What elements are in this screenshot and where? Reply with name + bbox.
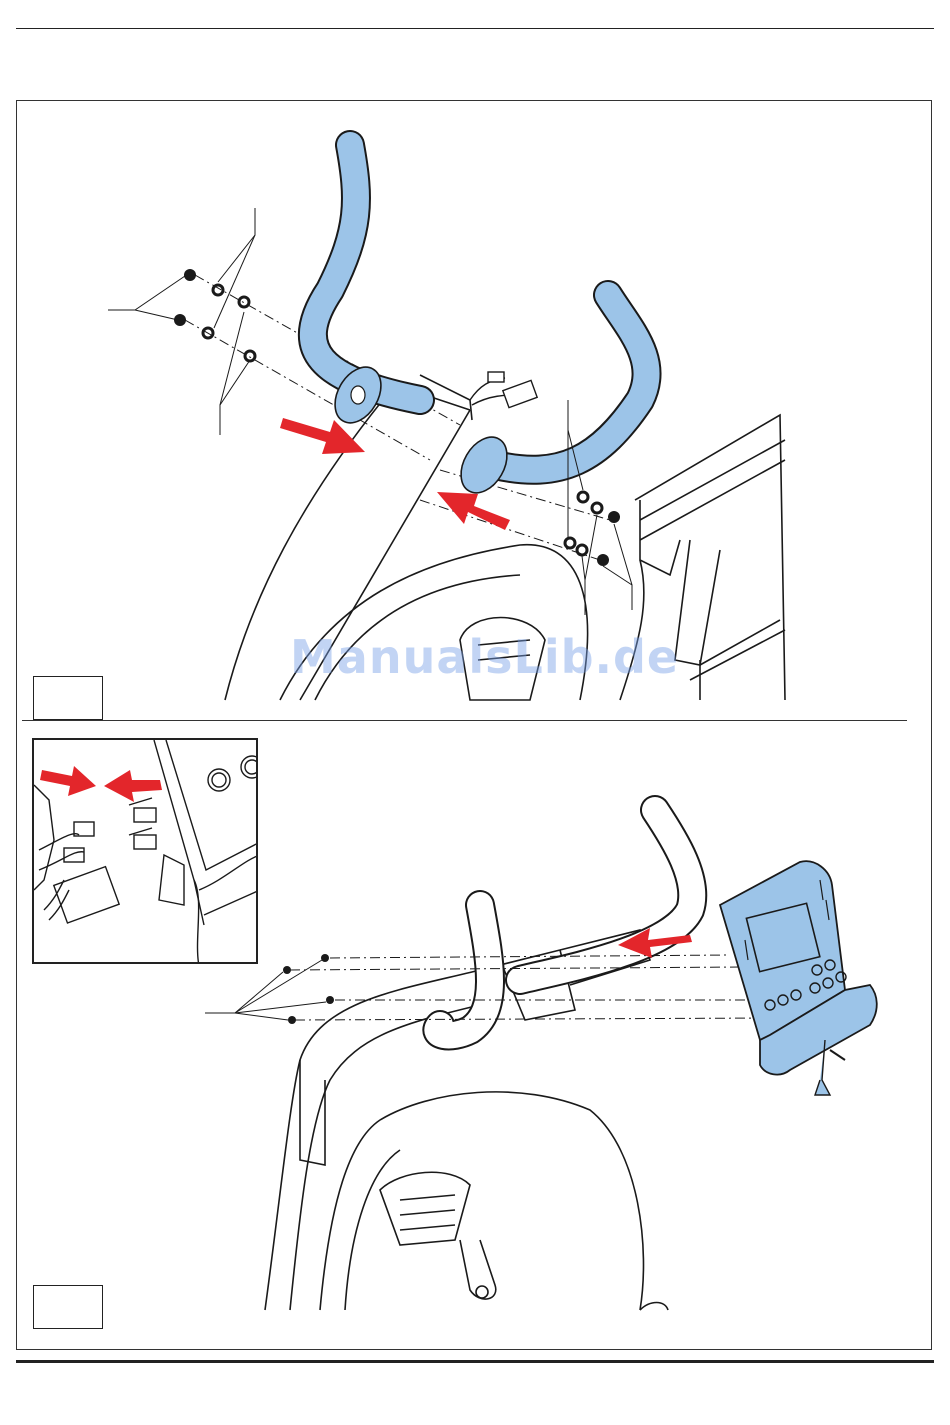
connect-arrow-left-icon: [104, 770, 162, 802]
connect-arrow-right-icon: [40, 766, 96, 796]
cable-connection-inset: [32, 738, 258, 964]
handlebar-right-step-2: [520, 810, 692, 980]
handlebar-left-step-2: [437, 905, 490, 1035]
console-screws-icon: [283, 954, 334, 1024]
bike-frame-lines-step-2: [265, 930, 668, 1310]
console-unit: [720, 861, 877, 1095]
inset-console-lines: [34, 740, 258, 964]
inset-illustration: [34, 740, 258, 964]
callout-lines-step-2: [205, 960, 326, 1020]
footer-rule: [16, 1360, 934, 1363]
step-2-label-box: [33, 1285, 103, 1329]
